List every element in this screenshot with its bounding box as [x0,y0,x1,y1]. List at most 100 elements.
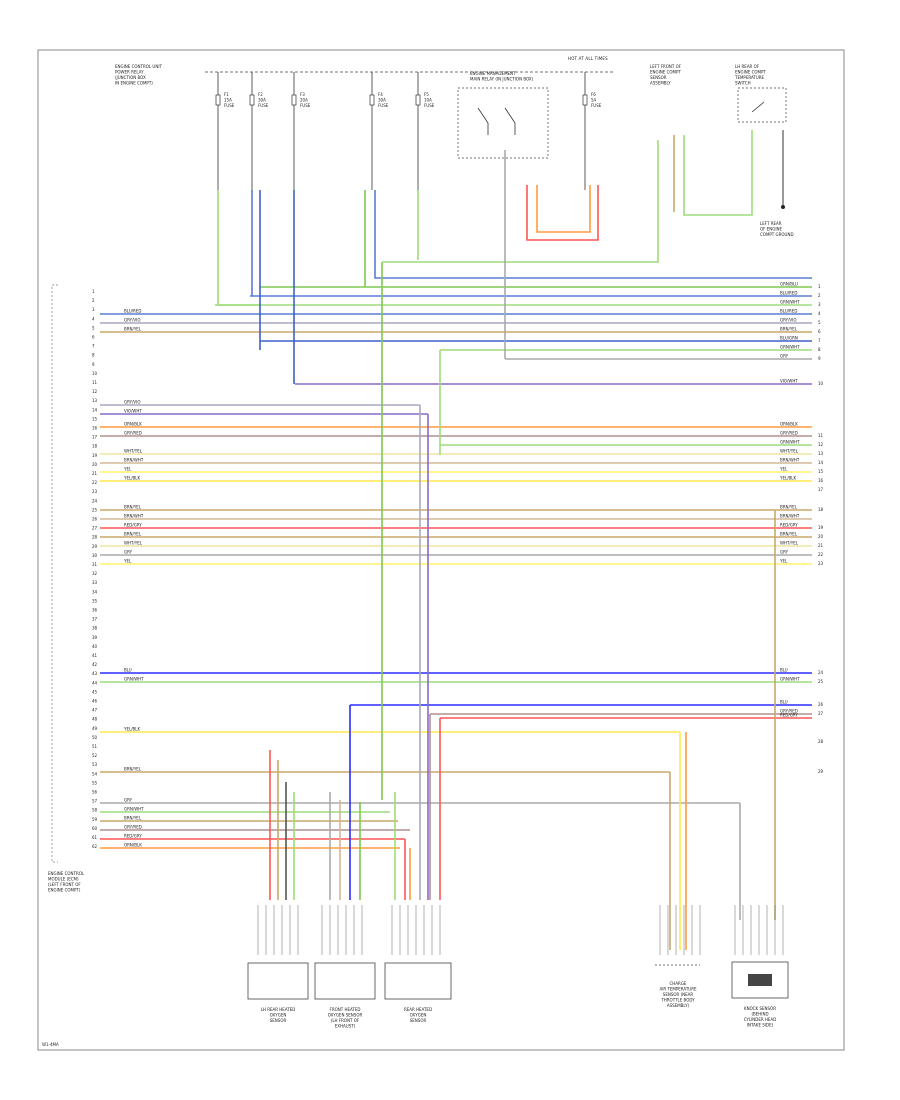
bus-wire-label-right-16: WHT/YEL [780,449,799,454]
fuse-5-label-line-3: FUSE [424,103,435,108]
bus-wire-label-right-22: RED/GRY [780,523,798,528]
right-pin-7: 7 [818,338,821,343]
bus-wire-label-left-6: BRN/YEL [124,327,142,332]
ecm-pin-50: 50 [92,735,98,740]
sensor-box-2 [314,962,376,1000]
temp-switch-label-line-1: LH REAR OF [735,64,760,69]
ecm-pin-47: 47 [92,708,98,713]
charge-air-label-line-4: THROTTLE BODY [660,998,695,1003]
fuse-4-label-line-2: 30A [378,98,386,103]
main-relay-label-line-2: MAIN RELAY (IN JUNCTION BOX) [470,77,534,82]
right-pin-24: 24 [818,670,824,675]
bus-wire-label-right-4: BLU/RED [780,309,797,314]
right-pin-13: 13 [818,451,824,456]
knock-sensor-symbol [748,974,772,986]
right-pin-29: 29 [818,769,824,774]
bus-wire-label-right-13: ORN/BLK [780,422,798,427]
bus-wire-label-left-23: BRN/YEL [124,532,142,537]
ecm-pin-52: 52 [92,753,98,758]
knock-sensor-label-line-2: (BEHIND [751,1012,768,1017]
ecm-pin-60: 60 [92,826,98,831]
bus-wire-label-left-28: GRN/WHT [124,677,144,682]
right-pin-14: 14 [818,460,824,465]
temp-switch-label-line-3: TEMPERATURE [734,75,765,80]
knock-sensor-label-line-3: CYLINDER HEAD [744,1017,777,1022]
ecm-pin-39: 39 [92,635,98,640]
ecm-pin-44: 44 [92,680,98,685]
bus-wire-label-right-24: WHT/YEL [780,541,799,546]
ecm-pin-54: 54 [92,771,98,776]
relay-switch [477,107,489,135]
bus-wire-label-left-34: GRY [124,798,133,803]
bus-wire-label-left-25: GRY [124,550,133,555]
ecm-pin-61: 61 [92,835,98,840]
temp-switch-contact [751,101,765,113]
ecm-pin-37: 37 [92,617,98,622]
fuse-6-label-line-2: 5A [591,98,597,103]
right-pin-3: 3 [818,302,821,307]
ecm-pin-59: 59 [92,817,98,822]
drop-fuse-4b [374,190,812,279]
ecm-pin-8: 8 [92,353,95,358]
right-pin-1: 1 [818,284,821,289]
main-relay-box [457,87,549,159]
lf-sensor-label-line-1: LEFT FRONT OF [650,64,682,69]
bus-wire-label-right-29: BLU [780,700,788,705]
ecm-label-line-4: ENGINE COMPT) [48,888,81,893]
bus-wire-label-right-14: GRY/RED [780,431,798,436]
bus-wire-label-right-20: BRN/YEL [780,505,798,510]
ecm-pin-62: 62 [92,844,98,849]
ecm-pin-36: 36 [92,608,98,613]
power-relay-label-line-1: ENGINE CONTROL UNIT [115,64,162,69]
bus-wire-label-left-38: RED/GRY [124,834,142,839]
bus-wire-label-left-22: RED/GRY [124,523,142,528]
fuse-5-label-line-1: F5 [424,92,429,97]
label-layer: 1234567891011121314151617181920212223242… [48,64,824,1029]
ecm-pin-1: 1 [92,289,95,294]
ecm-pin-17: 17 [92,435,98,440]
right-pin-18: 18 [818,507,824,512]
fuse-3-label-line-3: FUSE [300,103,311,108]
wire-layer [100,130,812,950]
bus-wire-label-right-27: BLU [780,668,788,673]
bus-wire-label-left-27: BLU [124,668,132,673]
fuse-3-label-line-1: F3 [300,92,305,97]
bus-wire-label-right-7: BLU/GRN [780,336,798,341]
right-pin-27: 27 [818,711,824,716]
knock-sensor-label-line-1: KNOCK SENSOR [744,1006,776,1011]
lf-sensor-label-line-2: ENGINE COMPT [650,70,681,75]
power-relay-label-line-4: IN ENGINE COMPT) [115,81,153,86]
ecm-label-line-3: (LEFT FRONT OF [48,882,81,887]
ecm-label-line-1: ENGINE CONTROL [48,871,85,876]
bus-wire-label-left-12: VIO/WHT [124,409,142,414]
knock-sensor-box [731,961,789,999]
right-pin-12: 12 [818,442,824,447]
ecm-pin-48: 48 [92,717,98,722]
ecm-pin-10: 10 [92,371,98,376]
bus-wire-label-left-39: ORN/BLK [124,843,142,848]
fuse-5-symbol [415,94,421,106]
right-pin-4: 4 [818,311,821,316]
ecm-pin-6: 6 [92,335,95,340]
right-pin-6: 6 [818,329,821,334]
diagram-frame [37,49,845,1051]
bus-wire-label-left-20: BRN/YEL [124,505,142,510]
main-relay-label-line-1: ENGINE MANAGEMENT [470,71,516,76]
temp-switch-label-line-2: ENGINE COMPT [735,70,766,75]
relay-loop-orn [536,185,591,233]
ecm-pin-38: 38 [92,626,98,631]
sensor-3-label-line-3: SENSOR [410,1018,427,1023]
charge-air-label-line-3: SENSOR (NEAR [663,992,694,997]
sensor-2-label-line-1: FRONT HEATED [330,1007,361,1012]
right-pin-26: 26 [818,702,824,707]
ecm-pin-24: 24 [92,498,98,503]
bus-wire-label-left-13: ORN/BLK [124,422,142,427]
ecm-pin-57: 57 [92,799,98,804]
bus-wire-label-right-2: BLU/RED [780,291,797,296]
ecm-pin-30: 30 [92,553,98,558]
right-pin-8: 8 [818,347,821,352]
ecm-pin-46: 46 [92,699,98,704]
sensor-box-3 [384,962,452,1000]
bus-wire-label-right-6: BRN/YEL [780,327,798,332]
ecm-pin-13: 13 [92,398,98,403]
